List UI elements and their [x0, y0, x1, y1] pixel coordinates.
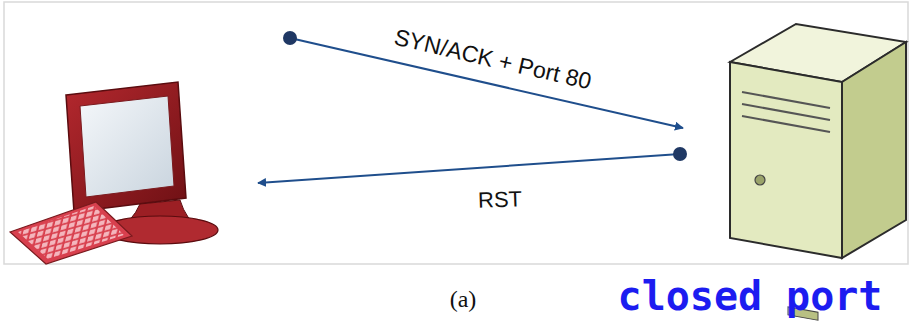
computer-icon	[10, 82, 218, 264]
state-label: closed port	[618, 274, 883, 318]
start-dot	[283, 31, 297, 45]
start-dot	[673, 147, 687, 161]
message-label: RST	[478, 187, 523, 213]
rst-arrow	[258, 154, 680, 183]
subfigure-label: (a)	[450, 286, 477, 312]
figure-frame	[4, 2, 908, 264]
